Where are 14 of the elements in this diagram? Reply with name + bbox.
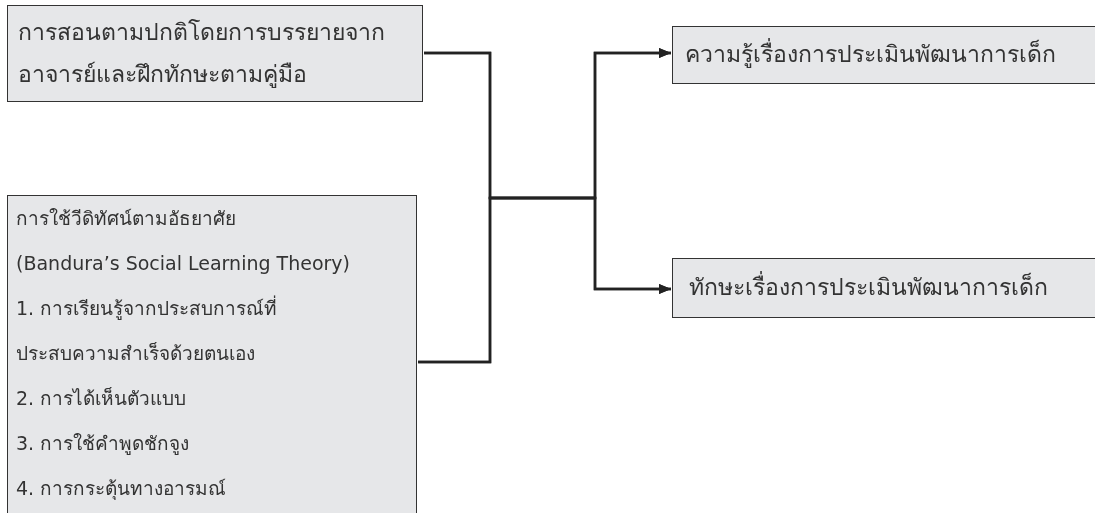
text-box [672, 26, 1095, 84]
arrow [418, 196, 671, 364]
text-box [672, 258, 1095, 318]
box-text: ทักษะเรื่องการประเมินพัฒนาการเด็ก [689, 266, 1095, 308]
box-text: การสอนตามปกติโดยการบรรยายจากอาจารย์และฝึกทักษะตามคู่มือ [18, 18, 386, 90]
box-text: การใช้วีดิทัศน์ตามอัธยาศัย [16, 206, 237, 231]
text-box [7, 5, 423, 102]
text-box [7, 195, 417, 513]
box-text: ความรู้เรื่องการประเมินพัฒนาการเด็ก [685, 33, 1095, 75]
box-text: (Bandura’s Social Learning Theory) [16, 251, 351, 276]
box-text: 2. การได้เห็นตัวแบบ [16, 386, 188, 411]
box-text: 3. การใช้คำพูดชักจูง [16, 431, 191, 457]
box-text: 4. การกระตุ้นทางอารมณ์ [16, 476, 228, 502]
box-text: 1. การเรียนรู้จากประสบการณ์ที่ประสบความสำเร็จด้วยตนเอง [16, 294, 279, 366]
